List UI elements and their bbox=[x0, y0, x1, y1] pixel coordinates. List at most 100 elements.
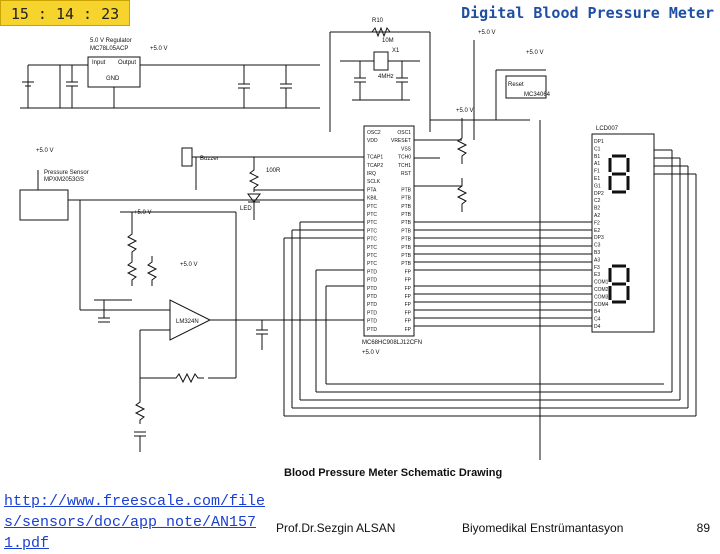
opamp-symbol bbox=[169, 299, 212, 341]
lcd-pin-label: C2 bbox=[594, 198, 601, 204]
regulator-pin-in: Input bbox=[92, 60, 106, 66]
mcu-pin-label: KBIL bbox=[367, 196, 378, 202]
lcd-module bbox=[591, 133, 655, 333]
lcd-pin-label: D4 bbox=[594, 324, 601, 330]
lcd-pin-label: B3 bbox=[594, 250, 600, 256]
mcu-pin-label: TCAP2 bbox=[367, 163, 383, 169]
mcu-pin-label: PTC bbox=[367, 245, 377, 251]
slide-title: Digital Blood Pressure Meter bbox=[461, 4, 714, 22]
lcd-pin-label: B2 bbox=[594, 206, 600, 212]
lcd-pin-label: F1 bbox=[594, 169, 600, 175]
mcu-pin-label: PTB bbox=[401, 228, 411, 234]
rail-label-6: +5.0 V bbox=[134, 210, 152, 216]
lcd-pin-label: DP1 bbox=[594, 139, 604, 145]
mcu-pin-label: PTB bbox=[401, 220, 411, 226]
mcu-pin-label: PTC bbox=[367, 212, 377, 218]
lcd-pin-label: COM3 bbox=[594, 294, 609, 300]
mcu-pin-label: PTC bbox=[367, 228, 377, 234]
lcd-pin-label: F3 bbox=[594, 265, 600, 271]
mcu-pin-label: PTC bbox=[367, 253, 377, 259]
mcu-pin-label: PTD bbox=[367, 269, 377, 275]
led-resistor-value: 100R bbox=[266, 168, 281, 174]
regulator-part: MC78L05ACP bbox=[90, 46, 128, 52]
rail-label-3: +5.0 V bbox=[526, 50, 544, 56]
source-link[interactable]: http://www.freescale.com/files/sensors/d… bbox=[4, 493, 266, 552]
mcu-pin-label: PTC bbox=[367, 261, 377, 267]
page-number: 89 bbox=[696, 521, 710, 535]
lcd-pin-label: A3 bbox=[594, 257, 600, 263]
lcd-pin-label: COM4 bbox=[594, 302, 609, 308]
mcu-pin-label: PTC bbox=[367, 237, 377, 243]
buzzer-label: Buzzer bbox=[200, 156, 219, 162]
lcd-pin-label: A1 bbox=[594, 161, 600, 167]
reset-chip bbox=[505, 75, 547, 99]
lcd-pin-label: B4 bbox=[594, 309, 600, 315]
mcu-pin-label: PTB bbox=[401, 237, 411, 243]
rail-label-1: +5.0 V bbox=[150, 46, 168, 52]
lcd-pin-label: C1 bbox=[594, 146, 601, 152]
rail-label-4: +5.0 V bbox=[456, 108, 474, 114]
mcu-pin-label: FP bbox=[405, 286, 412, 292]
rail-label-2: +5.0 V bbox=[478, 30, 496, 36]
lcd-pin-label: B1 bbox=[594, 154, 600, 160]
mcu-pin-label: PTB bbox=[401, 245, 411, 251]
mcu-pin-label: FP bbox=[405, 269, 412, 275]
opamp-part: LM324N bbox=[176, 319, 199, 325]
mcu-pin-label: FP bbox=[405, 278, 412, 284]
mcu-pin-label: PTD bbox=[367, 327, 377, 333]
mcu-pin-label: PTA bbox=[367, 187, 377, 193]
reset-chip-part: MC34064 bbox=[524, 92, 551, 98]
lcd-pin-label: COM2 bbox=[594, 287, 609, 293]
mcu-pin-label: OSC1 bbox=[397, 130, 411, 136]
regulator-title: 5.0 V Regulator bbox=[90, 38, 132, 44]
mcu-chip bbox=[363, 125, 415, 337]
mcu-pin-label: PTD bbox=[367, 310, 377, 316]
mcu-pin-label: FP bbox=[405, 319, 412, 325]
rail-label-7: +5.0 V bbox=[180, 262, 198, 268]
mcu-pin-label: VRESET bbox=[391, 138, 411, 144]
mcu-pin-label: FP bbox=[405, 294, 412, 300]
mcu-pin-label: PTD bbox=[367, 302, 377, 308]
pressure-sensor bbox=[19, 189, 69, 221]
lcd-pin-label: COM1 bbox=[594, 280, 609, 286]
mcu-pin-label: PTB bbox=[401, 261, 411, 267]
lcd-model: LCD007 bbox=[596, 126, 619, 132]
mcu-pin-label: PTB bbox=[401, 204, 411, 210]
reset-pin-label: Reset bbox=[508, 82, 524, 88]
mcu-pin-label: PTD bbox=[367, 278, 377, 284]
footer-author: Prof.Dr.Sezgin ALSAN bbox=[276, 521, 396, 535]
mcu-pin-label: FP bbox=[405, 327, 412, 333]
crystal-freq: 4MHz bbox=[378, 74, 394, 80]
lcd-pin-label: DP2 bbox=[594, 191, 604, 197]
mcu-pin-label: OSC2 bbox=[367, 130, 381, 136]
lcd-pin-label: DP3 bbox=[594, 235, 604, 241]
mcu-part: MC68HC908LJ12CFN bbox=[362, 340, 422, 346]
mcu-pin-label: RST bbox=[401, 171, 411, 177]
mcu-pin-label: VSS bbox=[401, 146, 412, 152]
mcu-pin-label: PTB bbox=[401, 212, 411, 218]
mcu-pin-label: PTC bbox=[367, 204, 377, 210]
lcd-pin-label: C3 bbox=[594, 243, 601, 249]
r10-value: 10M bbox=[382, 38, 394, 44]
mcu-pin-label: PTB bbox=[401, 253, 411, 259]
sensor-title: Pressure Sensor bbox=[44, 170, 89, 176]
lcd-pin-label: C4 bbox=[594, 317, 601, 323]
regulator-pin-gnd: GND bbox=[106, 76, 120, 82]
mcu-pin-label: TCH1 bbox=[398, 163, 411, 169]
mcu-pin-label: FP bbox=[405, 310, 412, 316]
mcu-pin-label: IRQ bbox=[367, 171, 376, 177]
lcd-pin-label: E2 bbox=[594, 228, 600, 234]
mcu-pin-label: PTD bbox=[367, 294, 377, 300]
r10-label: R10 bbox=[372, 18, 384, 24]
rail-label-8: +5.0 V bbox=[362, 350, 380, 356]
sensor-part: MPXM2053GS bbox=[44, 177, 84, 183]
footer-course: Biyomedikal Enstrümantasyon bbox=[462, 521, 624, 535]
mcu-pin-label: PTC bbox=[367, 220, 377, 226]
rail-label-5: +5.0 V bbox=[36, 148, 54, 154]
mcu-pin-label: FP bbox=[405, 302, 412, 308]
mcu-pin-label: SCLK bbox=[367, 179, 381, 185]
mcu-pin-label: TCAP1 bbox=[367, 155, 383, 161]
led-label: LED bbox=[240, 206, 252, 212]
elapsed-timer: 15 : 14 : 23 bbox=[0, 0, 130, 26]
crystal-label: X1 bbox=[392, 48, 400, 54]
